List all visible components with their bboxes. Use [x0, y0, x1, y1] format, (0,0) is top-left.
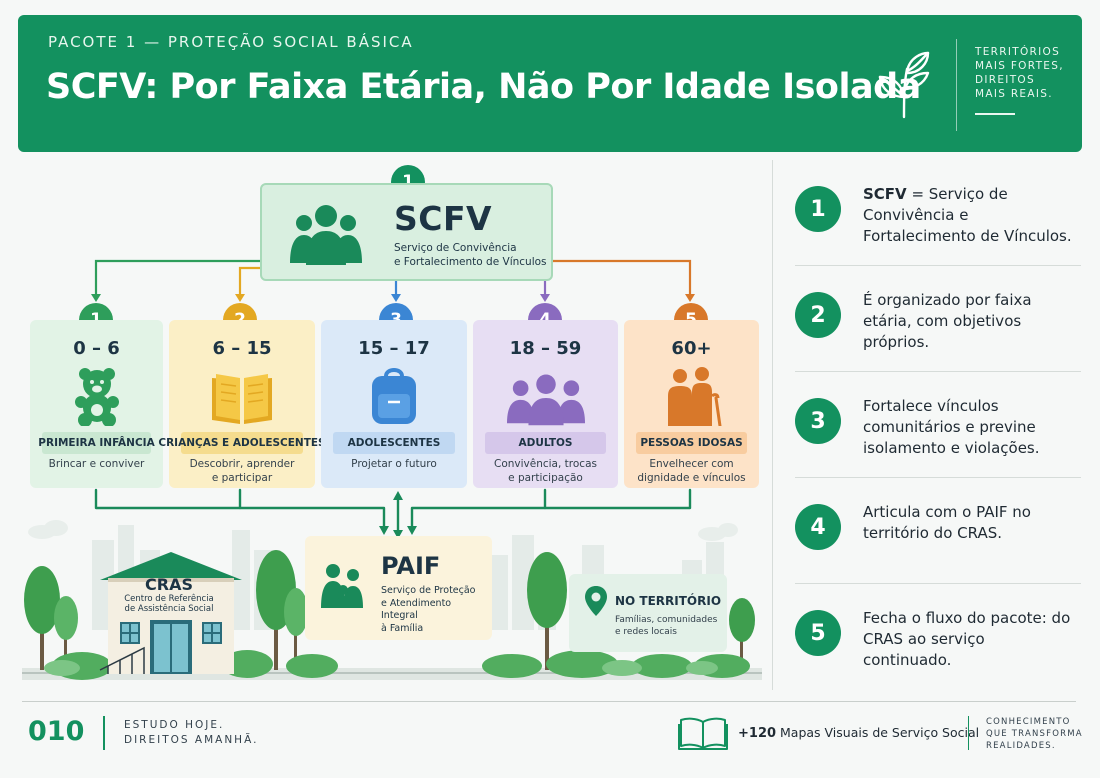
age-description: Envelhecer com dignidade e vínculos — [637, 458, 746, 484]
step-item-4: 4 Articula com o PAIF no território do C… — [773, 480, 1083, 584]
footer-separator — [103, 716, 105, 750]
paif-subtitle: Serviço de Proteção e Atendimento Integr… — [381, 585, 476, 634]
age-band-label: ADOLESCENTES — [333, 432, 455, 454]
scfv-subtitle: Serviço de Convivência e Fortalecimento … — [394, 242, 547, 268]
age-card-adultos: 18 – 59 ADULTOS Convivência, trocas e pa… — [473, 320, 618, 488]
cras-building — [99, 552, 242, 674]
age-band-label: PRIMEIRA INFÂNCIA — [38, 432, 155, 454]
footer-separator — [968, 716, 969, 750]
step-number: 5 — [795, 610, 841, 656]
cras-name: CRAS — [145, 575, 193, 594]
age-card-adolescentes: 15 – 17 ADOLESCENTES Projetar o futuro — [321, 320, 467, 488]
age-band-label: ADULTOS — [485, 432, 606, 454]
age-range: 18 – 59 — [509, 338, 582, 359]
step-item-2: 2 É organizado por faixa etária, com obj… — [773, 268, 1083, 372]
age-range: 0 – 6 — [73, 338, 120, 359]
steps-list: 1 SCFV = Serviço de Convivência e Fortal… — [772, 160, 1082, 690]
elderly-couple-icon — [667, 367, 721, 426]
open-book-outline-icon — [678, 717, 728, 750]
step-divider — [795, 477, 1081, 478]
territory-subtitle: Famílias, comunidades e redes locais — [615, 615, 718, 637]
backpack-icon — [372, 368, 416, 424]
page-number: 010 — [28, 716, 85, 747]
step-divider — [795, 371, 1081, 372]
age-card-criancas-adolescentes: 6 – 15 CRIANÇAS E ADOLESCENTES Descobrir… — [158, 320, 326, 488]
step-text: Articula com o PAIF no território do CRA… — [863, 503, 1031, 542]
age-description: Projetar o futuro — [351, 458, 437, 470]
footer-tagline: ESTUDO HOJE. DIREITOS AMANHÃ. — [124, 719, 259, 746]
step-number: 3 — [795, 398, 841, 444]
step-text: Fecha o fluxo do pacote: do CRAS ao serv… — [863, 609, 1071, 669]
step-text: SCFV = Serviço de Convivência e Fortalec… — [863, 185, 1072, 245]
motto-underline — [975, 113, 1015, 115]
cras-label: CRAS Centro de Referência de Assistência… — [104, 575, 234, 614]
people-group-icon — [290, 205, 362, 265]
header-divider — [956, 39, 957, 131]
age-description: Convivência, trocas e participação — [494, 458, 597, 484]
step-item-5: 5 Fecha o fluxo do pacote: do CRAS ao se… — [773, 586, 1083, 690]
footer-maps-text: +120 Mapas Visuais de Serviço Social — [738, 725, 980, 741]
header-motto: TERRITÓRIOS MAIS FORTES, DIREITOS MAIS R… — [975, 46, 1064, 100]
age-description: Brincar e conviver — [48, 458, 145, 470]
step-number: 1 — [795, 186, 841, 232]
age-range: 6 – 15 — [212, 338, 272, 359]
age-range: 60+ — [671, 338, 712, 359]
teddy-bear-icon — [74, 368, 119, 426]
scfv-box: SCFV Serviço de Convivência e Fortalecim… — [260, 183, 553, 281]
header-banner: PACOTE 1 — PROTEÇÃO SOCIAL BÁSICA SCFV: … — [18, 15, 1082, 152]
header-kicker: PACOTE 1 — PROTEÇÃO SOCIAL BÁSICA — [48, 33, 414, 51]
age-range: 15 – 17 — [358, 338, 430, 359]
step-number: 4 — [795, 504, 841, 550]
cras-subtitle: Centro de Referência de Assistência Soci… — [124, 594, 214, 614]
age-band-label: PESSOAS IDOSAS — [636, 432, 747, 454]
age-description: Descobrir, aprender e participar — [189, 458, 295, 484]
paif-title: PAIF — [381, 552, 441, 580]
scfv-diagram: CRAS Centro de Referência de Assistência… — [22, 165, 762, 680]
footer-divider — [22, 701, 1076, 702]
location-pin-icon — [585, 586, 607, 616]
age-card-primeira-infancia: 0 – 6 PRIMEIRA INFÂNCIA Brincar e conviv… — [30, 320, 163, 488]
age-card-pessoas-idosas: 60+ PESSOAS IDOSAS Envelhecer com dignid… — [624, 320, 759, 488]
step-divider — [795, 583, 1081, 584]
scfv-title: SCFV — [394, 199, 493, 238]
step-text: Fortalece vínculos comunitários e previn… — [863, 397, 1040, 457]
step-item-1: 1 SCFV = Serviço de Convivência e Fortal… — [773, 162, 1083, 266]
age-band-label: CRIANÇAS E ADOLESCENTES — [158, 432, 326, 454]
page-title: SCFV: Por Faixa Etária, Não Por Idade Is… — [46, 67, 921, 107]
footer-knowledge: CONHECIMENTO QUE TRANSFORMA REALIDADES. — [986, 717, 1083, 751]
leaf-sprout-icon — [878, 51, 930, 119]
paif-box: PAIF Serviço de Proteção e Atendimento I… — [305, 536, 492, 640]
territory-box: NO TERRITÓRIO Famílias, comunidades e re… — [569, 574, 727, 652]
family-icon — [321, 564, 363, 608]
territory-title: NO TERRITÓRIO — [615, 594, 722, 608]
step-item-3: 3 Fortalece vínculos comunitários e prev… — [773, 374, 1083, 478]
step-number: 2 — [795, 292, 841, 338]
open-book-icon — [212, 374, 272, 424]
step-divider — [795, 265, 1081, 266]
adults-group-icon — [506, 374, 585, 426]
step-text: É organizado por faixa etária, com objet… — [863, 291, 1032, 351]
